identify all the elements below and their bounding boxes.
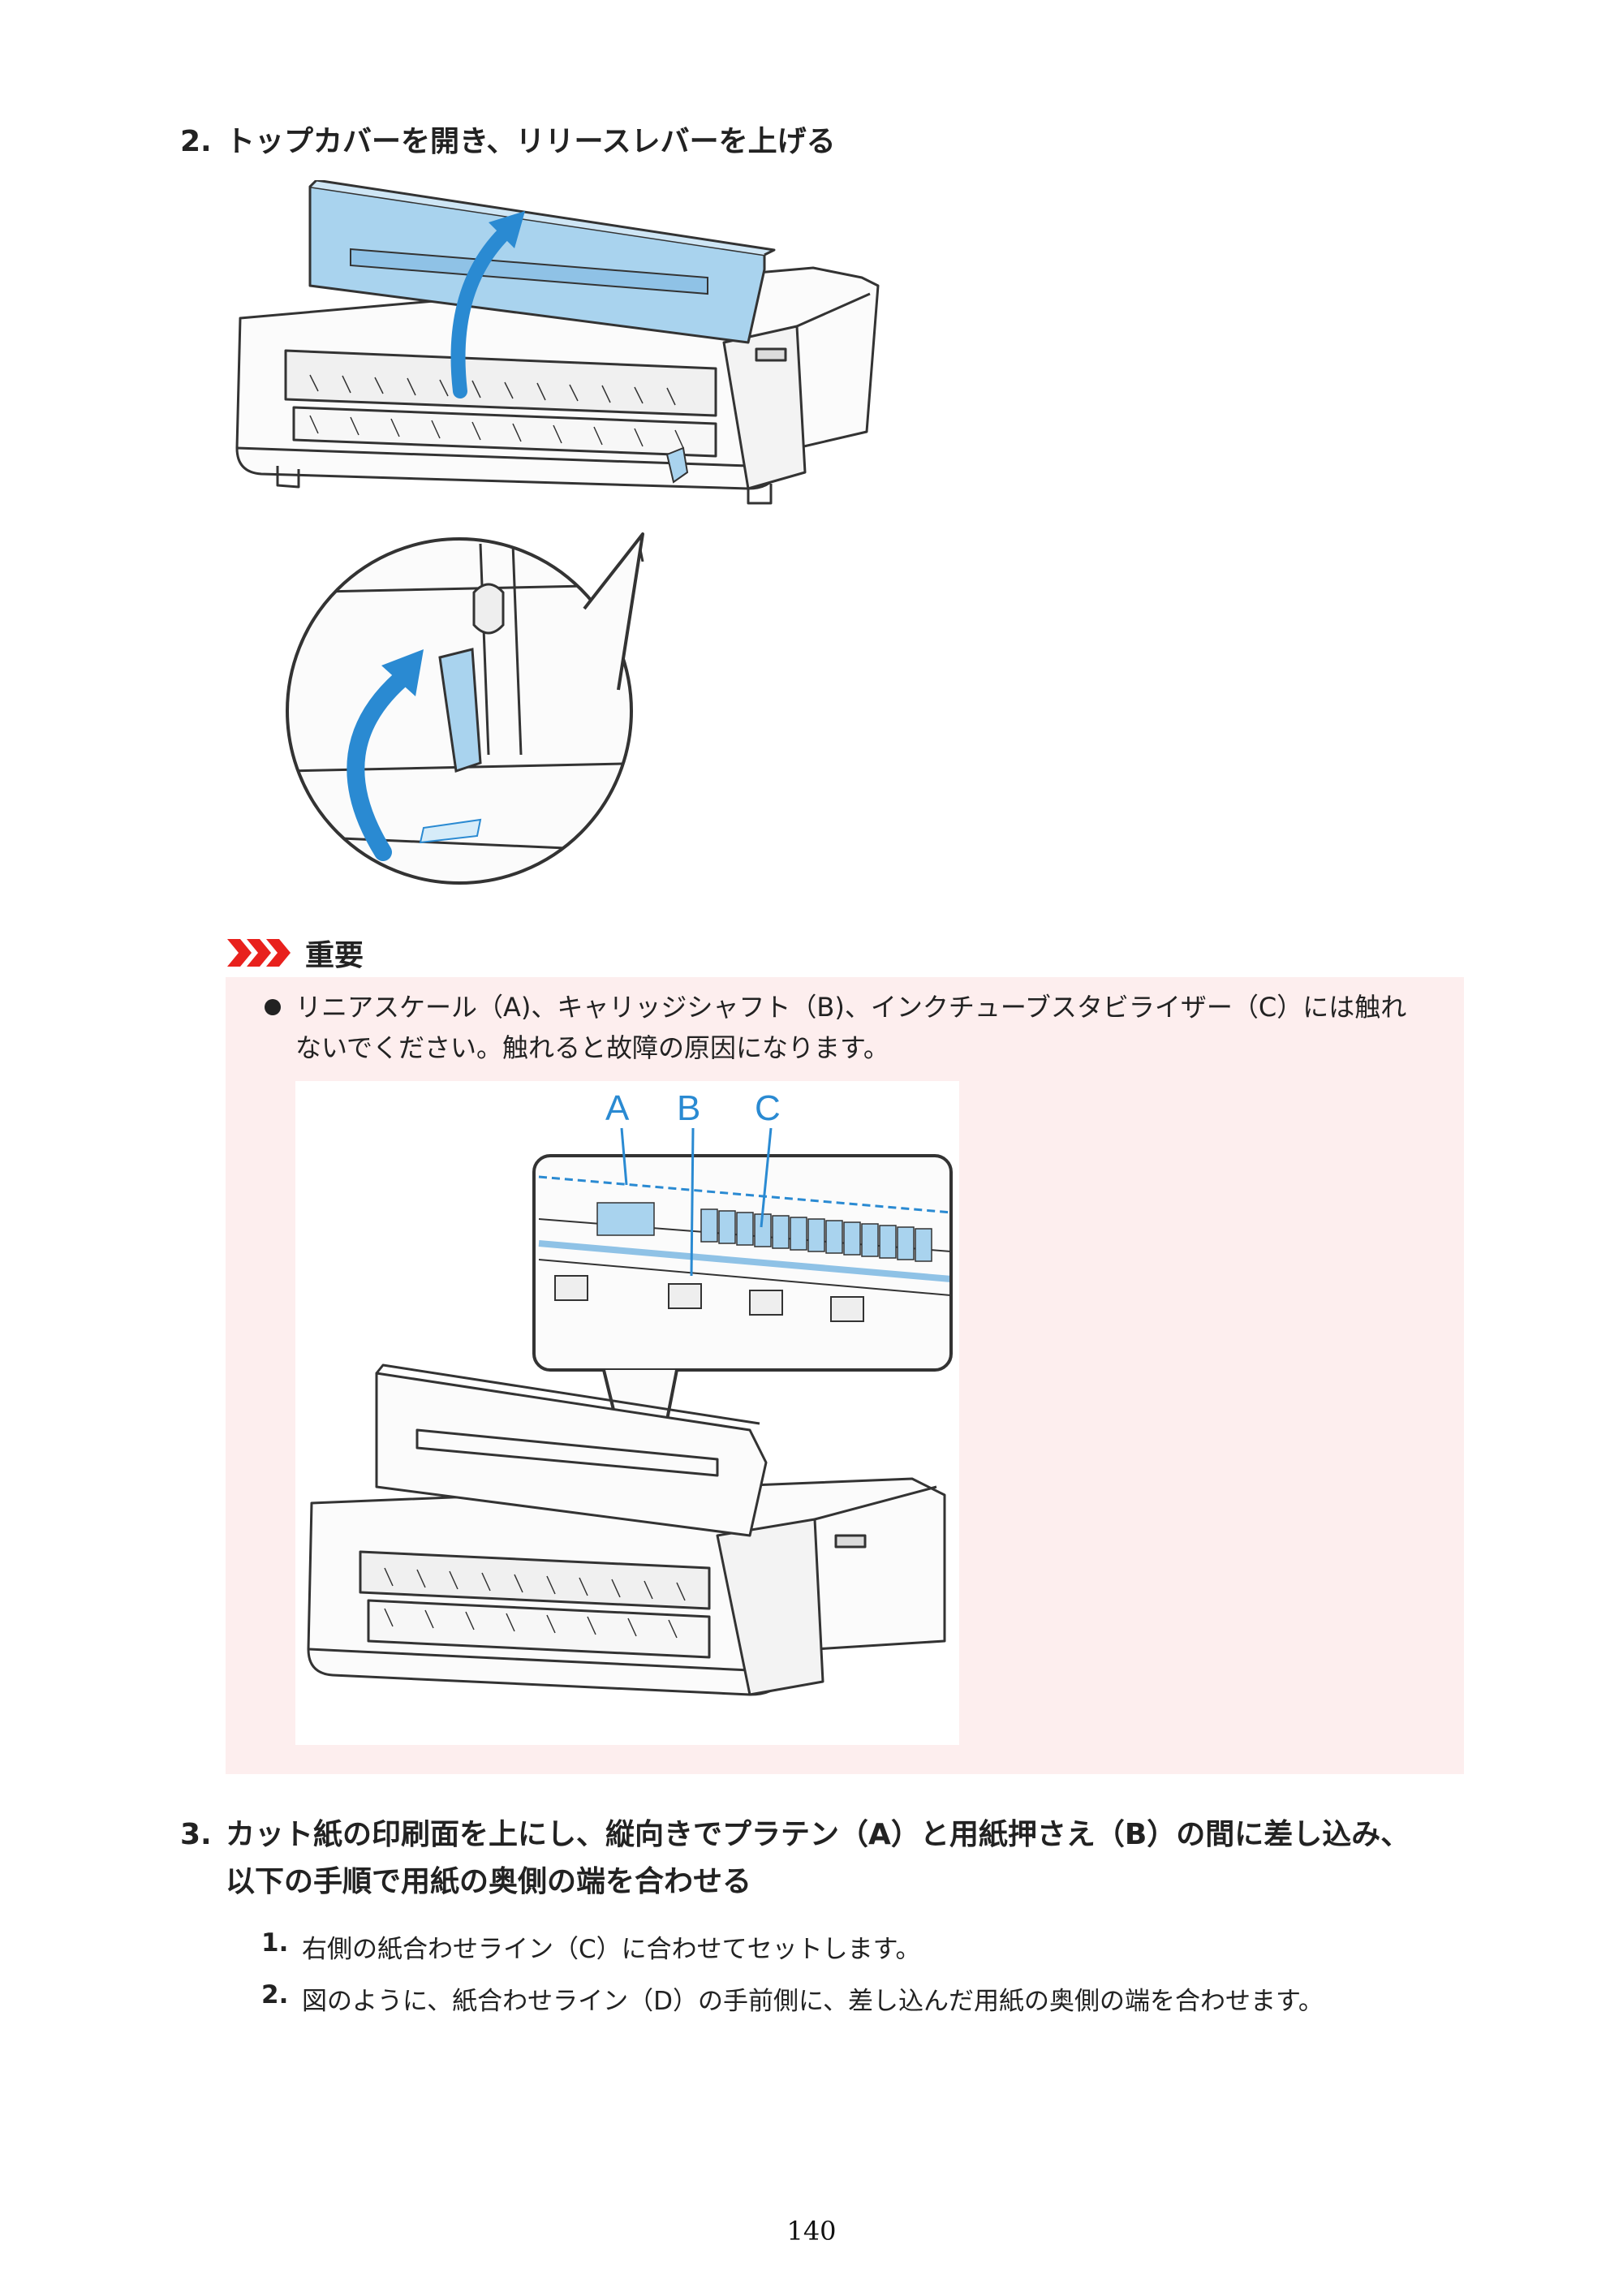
substep-2-number: 2. — [261, 1980, 289, 2010]
step-3-number: 3. — [180, 1818, 212, 1851]
substep-list: 1. 右側の紙合わせライン（C）に合わせてセットします。 2. 図のように、紙合… — [0, 1928, 1623, 2042]
label-a: A — [605, 1088, 630, 1128]
page-number: 140 — [786, 2216, 837, 2246]
label-b: B — [677, 1088, 700, 1128]
step-3-title-line-2: 以下の手順で用紙の奥側の端を合わせる — [226, 1865, 752, 1898]
substep-1-text: 右側の紙合わせライン（C）に合わせてセットします。 — [302, 1935, 921, 1964]
figure-printer-top-cover-open — [235, 180, 880, 562]
important-title: 重要 — [305, 939, 364, 972]
bullet-icon — [265, 999, 281, 1015]
figure-parts-abc: A B C — [295, 1081, 959, 1745]
step-3-title-line-1: カット紙の印刷面を上にし、縦向きでプラテン（A）と用紙押さえ（B）の間に差し込み… — [226, 1818, 1410, 1851]
important-header: 重要 — [227, 932, 364, 974]
step-3-heading: 3. カット紙の印刷面を上にし、縦向きでプラテン（A）と用紙押さえ（B）の間に差… — [0, 1811, 1623, 1906]
important-bullet-line-2: ないでください。触れると故障の原因になります。 — [295, 1032, 889, 1063]
triple-chevron-icon — [227, 939, 294, 967]
step-2-heading: 2. トップカバーを開き、リリースレバーを上げる — [0, 118, 1623, 166]
important-bullet-line-1: リニアスケール（A)、キャリッジシャフト（B)、インクチューブスタビライザー（C… — [295, 992, 1407, 1023]
step-2-title: トップカバーを開き、リリースレバーを上げる — [226, 125, 836, 158]
step-2-number: 2. — [180, 125, 212, 158]
substep-1-number: 1. — [261, 1928, 289, 1958]
label-c: C — [755, 1088, 781, 1128]
substep-2-text: 図のように、紙合わせライン（D）の手前側に、差し込んだ用紙の奥側の端を合わせます… — [302, 1987, 1324, 2016]
figure-release-lever-zoom — [286, 532, 644, 885]
